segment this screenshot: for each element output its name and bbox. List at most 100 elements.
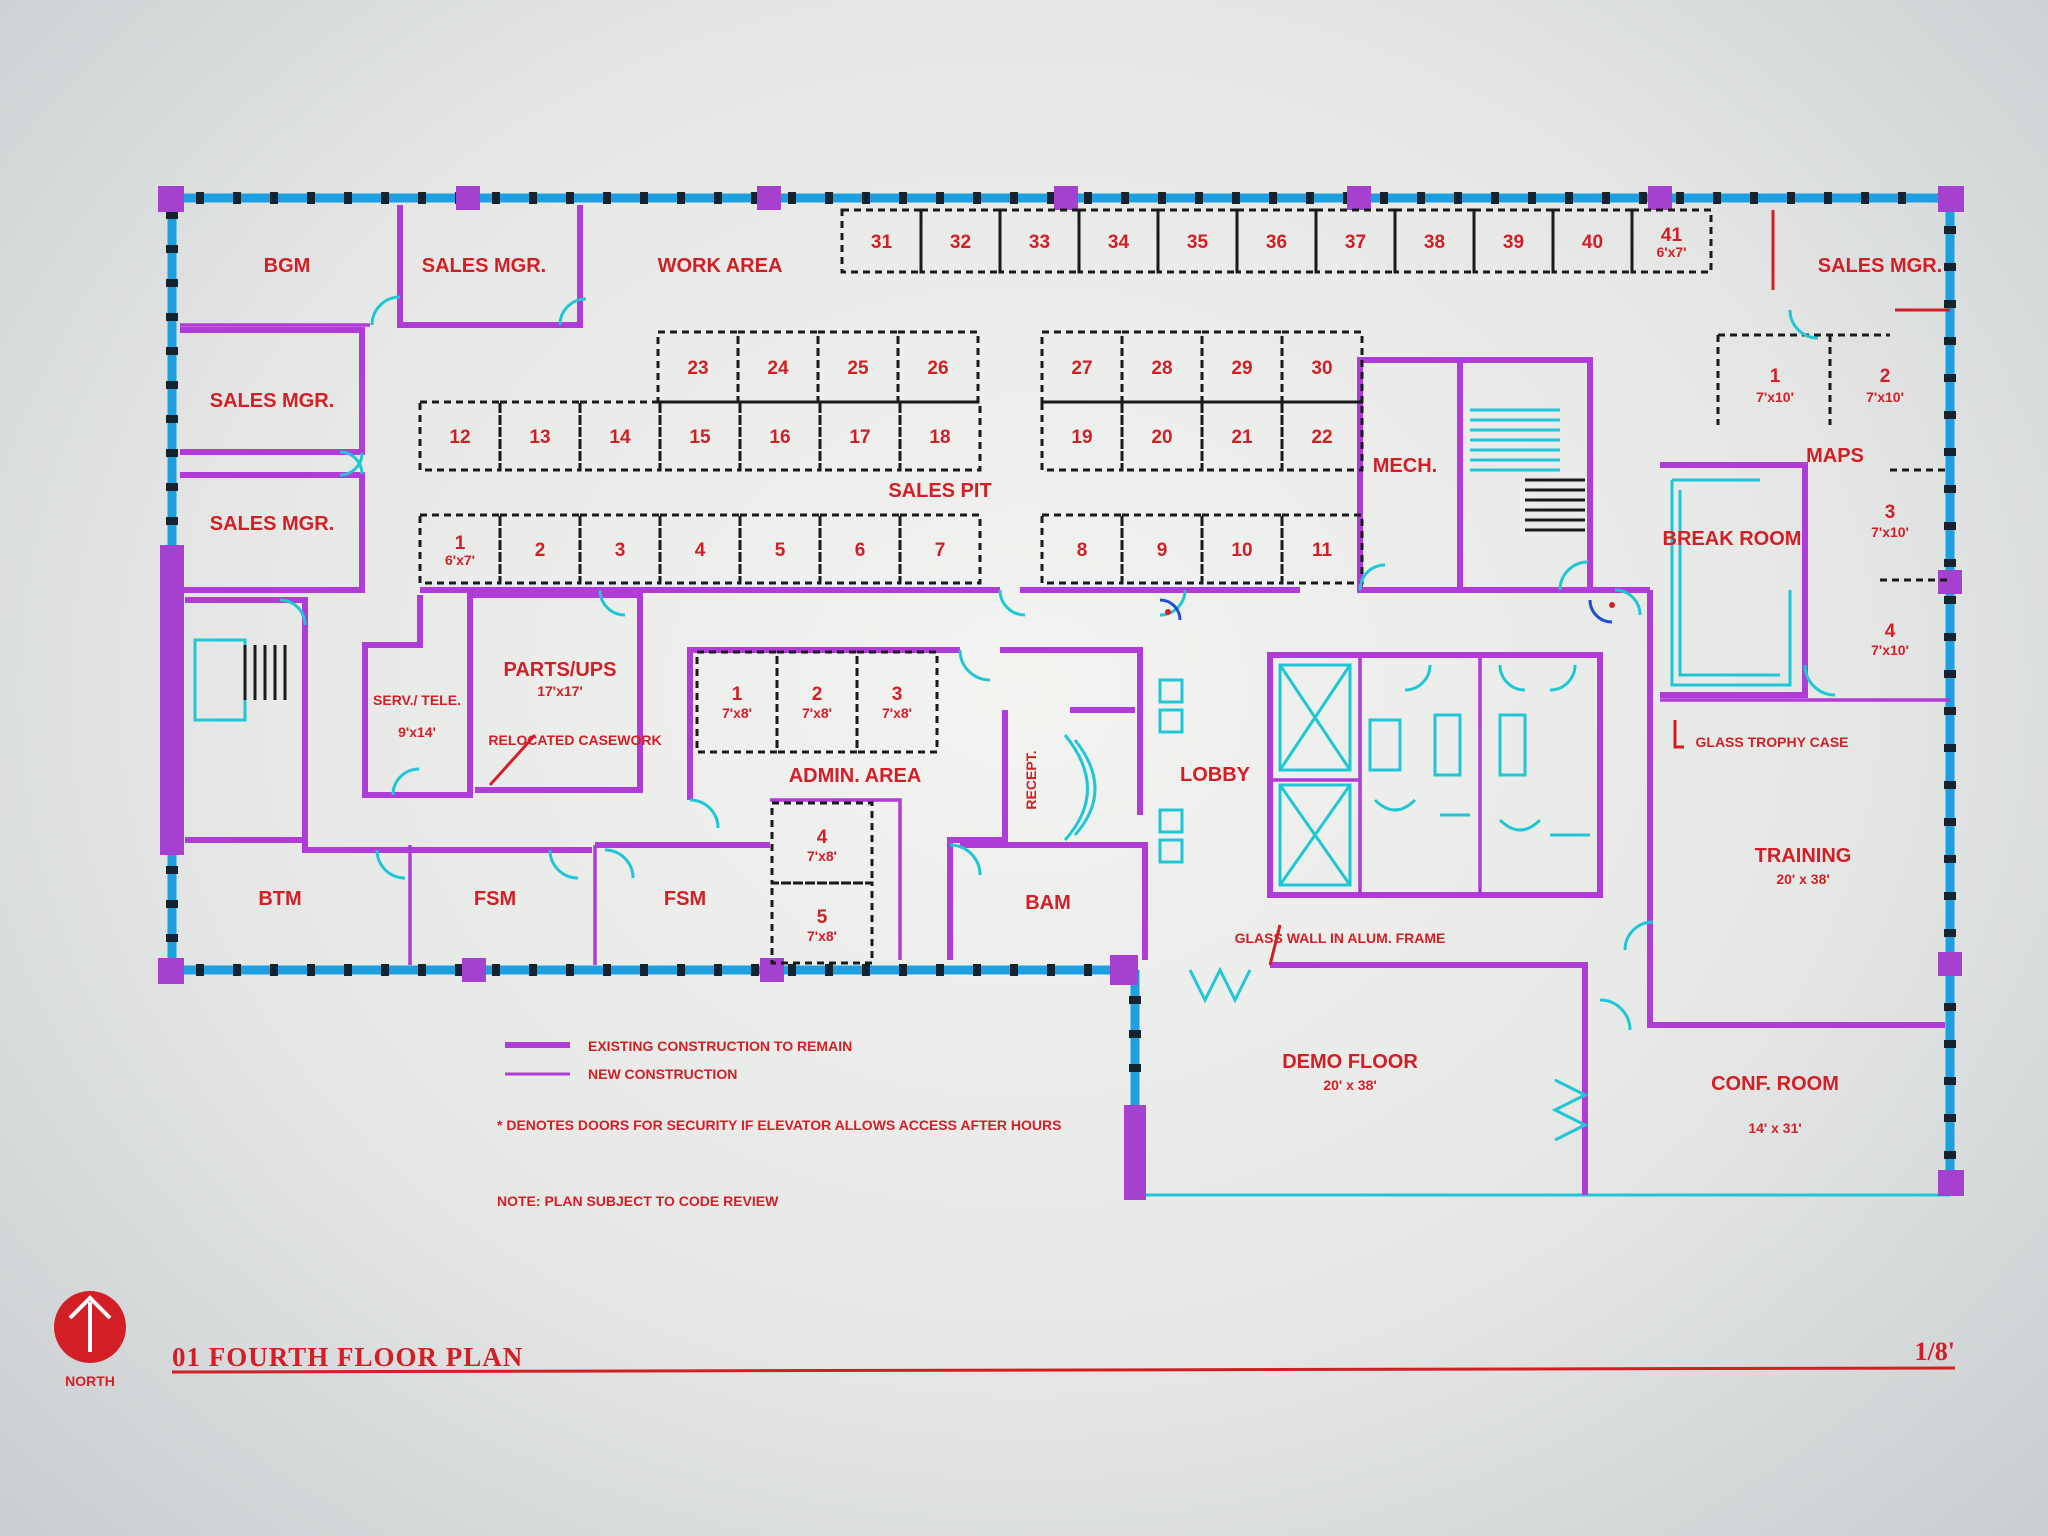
- room-training-size: 20' x 38': [1776, 871, 1829, 887]
- ne-office-size-1: 7'x10': [1756, 389, 1794, 405]
- doors: [279, 295, 1836, 1142]
- cubicle-16: 16: [769, 427, 790, 448]
- admin-office-5-size: 7'x8': [807, 928, 837, 944]
- room-conf-room: CONF. ROOM: [1711, 1073, 1839, 1095]
- ne-office-4: 4: [1885, 621, 1896, 642]
- room-sales-pit: SALES PIT: [888, 480, 991, 502]
- cubicle-14: 14: [609, 427, 631, 448]
- admin-office-3: 3: [892, 684, 903, 705]
- room-bgm: BGM: [264, 255, 311, 277]
- admin-office-5: 5: [817, 907, 828, 928]
- cubicle-12: 12: [449, 427, 470, 448]
- west-stair: [193, 638, 287, 722]
- cubicle-40: 40: [1582, 232, 1603, 253]
- ne-office-size-3: 7'x10': [1871, 524, 1909, 540]
- interior-walls: [180, 205, 1950, 1195]
- cubicle-39: 39: [1503, 232, 1524, 253]
- cubicle-19: 19: [1071, 427, 1092, 448]
- ne-office-2: 2: [1880, 366, 1891, 387]
- cubicle-9: 9: [1157, 540, 1168, 561]
- cubicle-13: 13: [529, 427, 550, 448]
- admin-office-4-size: 7'x8': [807, 848, 837, 864]
- cubicle-36: 36: [1266, 232, 1287, 253]
- break-room-counter: [1670, 478, 1792, 687]
- room-sales-mgr-w1: SALES MGR.: [210, 390, 334, 412]
- elevators: [1278, 663, 1352, 887]
- cubicle-21: 21: [1231, 427, 1253, 448]
- ne-office-size-2: 7'x10': [1866, 389, 1904, 405]
- ne-office-size-4: 7'x10': [1871, 642, 1909, 658]
- cubicle-15: 15: [689, 427, 711, 448]
- cubicle-18: 18: [929, 427, 950, 448]
- admin-office-1-size: 7'x8': [722, 705, 752, 721]
- legend-existing: EXISTING CONSTRUCTION TO REMAIN: [588, 1038, 852, 1054]
- glass-trophy-case: GLASS TROPHY CASE: [1696, 734, 1849, 750]
- admin-office-1: 1: [732, 684, 743, 705]
- cubicle-32: 32: [950, 232, 971, 253]
- cubicle-4: 4: [695, 540, 706, 561]
- cubicle-24: 24: [767, 358, 789, 379]
- room-labels: BGM SALES MGR. WORK AREA SALES MGR. SALE…: [210, 255, 1942, 1136]
- legend: EXISTING CONSTRUCTION TO REMAIN NEW CONS…: [497, 1038, 1061, 1209]
- room-sales-mgr-top: SALES MGR.: [422, 255, 546, 277]
- cubicle-8: 8: [1077, 540, 1088, 561]
- drawing-scale: 1/8': [1915, 1337, 1955, 1366]
- cubicle-2: 2: [535, 540, 546, 561]
- room-fsm-2: FSM: [664, 888, 706, 910]
- room-fsm-1: FSM: [474, 888, 516, 910]
- cubicle-26: 26: [927, 358, 948, 379]
- cubicle-41: 41: [1661, 225, 1683, 246]
- cubicle-33: 33: [1029, 232, 1050, 253]
- legend-new: NEW CONSTRUCTION: [588, 1066, 737, 1082]
- room-maps: MAPS: [1806, 445, 1864, 467]
- relocated-casework: RELOCATED CASEWORK: [488, 732, 661, 748]
- cubicle-34: 34: [1108, 232, 1130, 253]
- ne-office-1: 1: [1770, 366, 1781, 387]
- cubicle-20: 20: [1151, 427, 1172, 448]
- cubicle-10: 10: [1231, 540, 1252, 561]
- cubicle-7: 7: [935, 540, 946, 561]
- glass-wall-note: GLASS WALL IN ALUM. FRAME: [1235, 930, 1446, 946]
- cubicle-37: 37: [1345, 232, 1366, 253]
- ne-office-3: 3: [1885, 502, 1896, 523]
- legend-note-code: NOTE: PLAN SUBJECT TO CODE REVIEW: [497, 1193, 779, 1209]
- restroom-fixtures: [1368, 713, 1590, 837]
- north-arrow-label: NORTH: [65, 1373, 115, 1389]
- admin-office-2-size: 7'x8': [802, 705, 832, 721]
- room-serv-tele: SERV./ TELE.: [373, 692, 461, 708]
- room-parts-ups: PARTS/UPS: [504, 659, 617, 681]
- cubicle-3: 3: [615, 540, 626, 561]
- room-sales-mgr-ne: SALES MGR.: [1818, 255, 1942, 277]
- security-doors: [1159, 598, 1615, 624]
- cubicle-6: 6: [855, 540, 866, 561]
- room-bam: BAM: [1025, 892, 1071, 914]
- room-conf-room-size: 14' x 31': [1748, 1120, 1801, 1136]
- exterior-walls: [158, 186, 1964, 1200]
- cubicle-23: 23: [687, 358, 708, 379]
- cubicle-30: 30: [1311, 358, 1332, 379]
- reception-desk: [1063, 678, 1184, 864]
- cubicles-admin: 17'x8'27'x8'37'x8': [695, 650, 939, 754]
- cubicle-35: 35: [1187, 232, 1209, 253]
- cubicles-admin-lower: 47'x8'57'x8': [770, 801, 874, 965]
- cubicle-11: 11: [1312, 540, 1333, 561]
- cubicle-41-size: 6'x7': [1656, 244, 1686, 260]
- cubicle-28: 28: [1151, 358, 1172, 379]
- cubicle-22: 22: [1311, 427, 1332, 448]
- room-serv-tele-size: 9'x14': [398, 724, 436, 740]
- room-break-room: BREAK ROOM: [1663, 528, 1802, 550]
- room-demo-floor: DEMO FLOOR: [1282, 1051, 1418, 1073]
- cubicle-38: 38: [1424, 232, 1445, 253]
- cubicle-29: 29: [1231, 358, 1252, 379]
- room-btm: BTM: [258, 888, 301, 910]
- admin-office-4: 4: [817, 827, 828, 848]
- cubicle-1-size: 6'x7': [445, 552, 475, 568]
- room-lobby: LOBBY: [1180, 764, 1251, 786]
- room-admin-area: ADMIN. AREA: [789, 765, 922, 787]
